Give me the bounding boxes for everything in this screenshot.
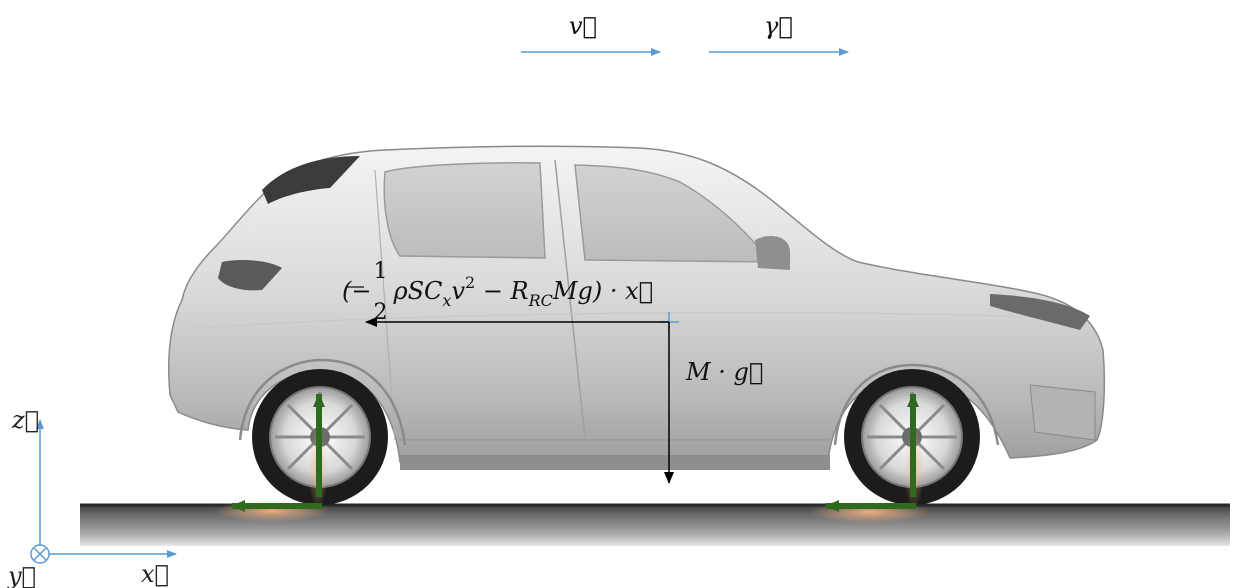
acceleration-vector: γ⃗ bbox=[709, 12, 849, 56]
rear-spoiler bbox=[262, 156, 360, 204]
coordinate-axes: z⃗ x⃗ y⃗ bbox=[7, 406, 177, 588]
x-axis-label: x⃗ bbox=[141, 560, 169, 588]
circled-cross-icon bbox=[30, 544, 50, 564]
head-light bbox=[990, 294, 1090, 330]
weight-label: M · g⃗ bbox=[685, 358, 763, 386]
car bbox=[168, 145, 1106, 505]
acceleration-label: γ⃗ bbox=[764, 12, 793, 40]
rear-window bbox=[383, 162, 546, 259]
velocity-vector: v⃗ bbox=[521, 12, 661, 56]
side-mirror bbox=[755, 236, 790, 270]
z-axis-label: z⃗ bbox=[11, 406, 39, 434]
velocity-label: v⃗ bbox=[569, 12, 597, 40]
y-axis-label: y⃗ bbox=[7, 562, 36, 588]
tail-light bbox=[218, 260, 282, 291]
